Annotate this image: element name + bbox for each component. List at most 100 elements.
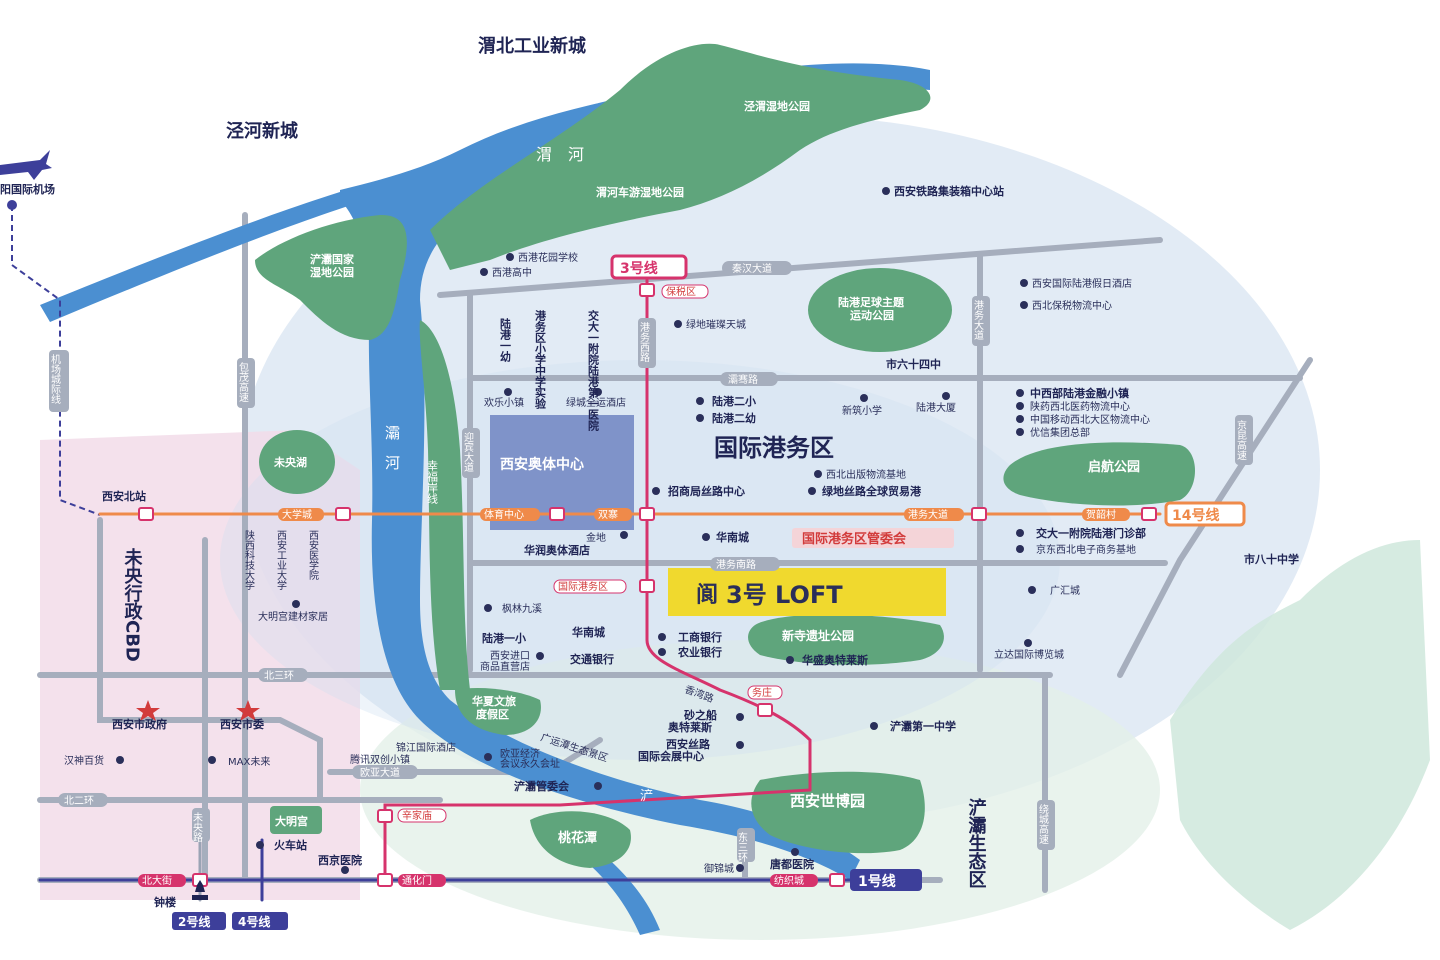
poi-lvdi-silk: 绿地丝路全球贸易港 <box>822 484 922 498</box>
metro-line1-badge: 1号线 <box>858 873 896 890</box>
station-zhonglou: 钟楼 <box>154 895 176 909</box>
area-jinghe: 泾河新城 <box>226 120 298 142</box>
project-highlight: 阆 3号 LOFT <box>668 568 946 616</box>
road-yingbin: 迎宾大道 <box>462 432 474 472</box>
park-expo-label: 西安世博园 <box>790 792 865 810</box>
poi-huasheng: 华盛奥特莱斯 <box>802 653 868 667</box>
poi-eurasia-2: 会议永久会址 <box>500 757 560 770</box>
poi-shi64: 市六十四中 <box>886 357 941 371</box>
area-chanba-eco: 浐灞生态区 <box>966 797 987 888</box>
station-wuzhuang: 务庄 <box>752 686 772 699</box>
poi-dots <box>116 187 1036 874</box>
park-football-label-2: 运动公园 <box>850 308 894 322</box>
poi-lida: 立达国际博览城 <box>994 648 1064 661</box>
poi-chanba-committee: 浐灞管委会 <box>514 779 570 793</box>
star-icon <box>236 700 260 721</box>
airport-dot <box>7 200 17 210</box>
park-xingfu <box>419 320 470 690</box>
station-huochezhan: 火车站 <box>274 838 307 852</box>
poi-xian-tech: 西安工业大学 <box>275 530 287 590</box>
poi-city-committee: 西安市委 <box>220 717 265 731</box>
poi-lvdi: 绿地璀璨天城 <box>686 318 746 331</box>
poi-labels: 西港花园学校 西港高中 陆港一幼 港务区小学中学实验 交大一附院陆港第一医院 绿… <box>64 184 1299 875</box>
metro-line3-badge: 3号线 <box>620 260 658 277</box>
poi-lugang-er-you: 陆港二幼 <box>712 411 756 425</box>
poi-publishing: 西北出版物流基地 <box>826 468 906 481</box>
park-football <box>808 268 952 352</box>
station-labels: 西安北站 大学城 体育中心 双寨 港务大道 贺韶村 保税区 国际港务区 务庄 辛… <box>102 284 1130 909</box>
park-jingwei-label: 泾渭湿地公园 <box>744 99 810 113</box>
poi-jinjiang: 锦江国际酒店 <box>396 741 456 754</box>
poi-tencent: 腾讯双创小镇 <box>350 753 410 766</box>
poi-shaanyao: 陕药西北医药物流中心 <box>1030 400 1130 413</box>
poi-huanle: 欢乐小镇 <box>484 396 524 409</box>
poi-jd: 京东西北电子商务基地 <box>1036 543 1136 556</box>
road-beisan: 北三环 <box>264 670 294 682</box>
poi-lugang-yixiao: 陆港一小 <box>482 631 526 645</box>
poi-xinzhu: 新筑小学 <box>842 404 882 417</box>
park-daming <box>270 806 322 834</box>
poi-shaanxi-tech: 陕西科技大学 <box>243 529 255 590</box>
river-xingfu-label: 幸福岸线 <box>426 460 439 504</box>
station-tonghuamen: 通化门 <box>402 874 432 887</box>
station-heshao: 贺韶村 <box>1086 508 1116 521</box>
park-chanba-label-2: 湿地公园 <box>310 265 354 279</box>
poi-lugang-1: 陆港一幼 <box>499 317 512 363</box>
poi-imported-2: 商品直营店 <box>480 660 530 673</box>
road-baomao: 包茂高速 <box>237 361 249 402</box>
park-qihang-label: 启航公园 <box>1088 459 1140 475</box>
poi-zhaoshang: 招商局丝路中心 <box>668 484 745 498</box>
road-labels: 秦汉大道 灞骞路 港务南路 北三环 北二环 欧亚大道 港务西路 迎宾大道 港务大… <box>49 261 1253 863</box>
area-weiyang-cbd: 未央行政CBD <box>122 548 144 662</box>
park-xinsi-label: 新寺遗址公园 <box>782 628 854 643</box>
poi-silk-expo-1: 西安丝路 <box>666 737 711 751</box>
olympic-center-label: 西安奥体中心 <box>500 456 584 473</box>
poi-eurasia-1: 欧亚经济 <box>500 747 540 760</box>
poi-silk-expo-2: 国际会展中心 <box>638 749 704 763</box>
metro-line4-badge: 4号线 <box>238 914 270 929</box>
park-taohuatan-label: 桃花潭 <box>558 830 597 846</box>
park-weiyang-lake-label: 未央湖 <box>273 455 307 469</box>
area-labels: 渭北工业新城 泾河新城 阳国际机场 国际港务区 未央行政CBD 浐灞生态区 <box>0 35 987 888</box>
river-wei-label: 渭 河 <box>536 145 584 164</box>
area-airport: 阳国际机场 <box>0 182 55 196</box>
poi-bocom: 交通银行 <box>570 652 614 666</box>
road-dongsan: 东三环 <box>736 831 748 863</box>
project-name: 3号 LOFT <box>726 581 843 609</box>
star-icon <box>136 700 160 721</box>
mountain-shape <box>1170 540 1430 930</box>
station-intl-port: 国际港务区 <box>558 580 608 593</box>
station-beidajie: 北大街 <box>142 874 172 887</box>
metro-badges: 3号线 14号线 1号线 2号线 4号线 <box>172 254 1246 930</box>
poi-yujin: 御锦城 <box>704 862 734 875</box>
poi-tangdu: 唐都医院 <box>770 857 814 871</box>
area-weibei: 渭北工业新城 <box>478 35 586 57</box>
poi-huanancheng2: 华南城 <box>572 625 605 639</box>
poi-lugang-er-xiao: 陆港二小 <box>712 394 756 408</box>
poi-huanancheng: 华南城 <box>716 530 749 544</box>
poi-jindi: 金地 <box>586 531 606 544</box>
poi-xigang-high: 西港高中 <box>492 266 532 279</box>
station-tiyu: 体育中心 <box>484 508 524 521</box>
road-gangwu-west: 港务西路 <box>638 322 650 363</box>
station-shuangzhai: 双寨 <box>598 508 618 521</box>
park-weiyang-lake <box>259 430 335 494</box>
poi-shazhichuan-1: 砂之船 <box>684 708 717 722</box>
poi-guanghui: 广汇城 <box>1050 584 1080 597</box>
poi-huarun: 华润奥体酒店 <box>524 543 590 557</box>
poi-zhongxibu: 中西部陆港金融小镇 <box>1030 386 1129 400</box>
metro-line-3 <box>383 278 812 882</box>
park-taohuatan <box>530 811 631 868</box>
poi-shazhichuan-2: 奥特莱斯 <box>667 720 712 734</box>
poi-guanweihui: 国际港务区管委会 <box>802 531 907 547</box>
poi-jiaoda: 交大一附院陆港第一医院 <box>587 309 600 432</box>
park-weibei-band <box>430 43 931 270</box>
poi-mobile: 中国移动西北大区物流中心 <box>1030 413 1150 426</box>
poi-lugang-dasha: 陆港大厦 <box>916 401 956 414</box>
project-logo-icon: 阆 <box>696 583 718 608</box>
station-fangzhicheng: 纺织城 <box>774 874 804 887</box>
park-xinsi <box>748 614 944 665</box>
poi-hanshen: 汉神百货 <box>64 754 104 767</box>
station-xinjiamiao: 辛家庙 <box>402 809 432 822</box>
poi-xigang-garden: 西港花园学校 <box>518 251 578 264</box>
